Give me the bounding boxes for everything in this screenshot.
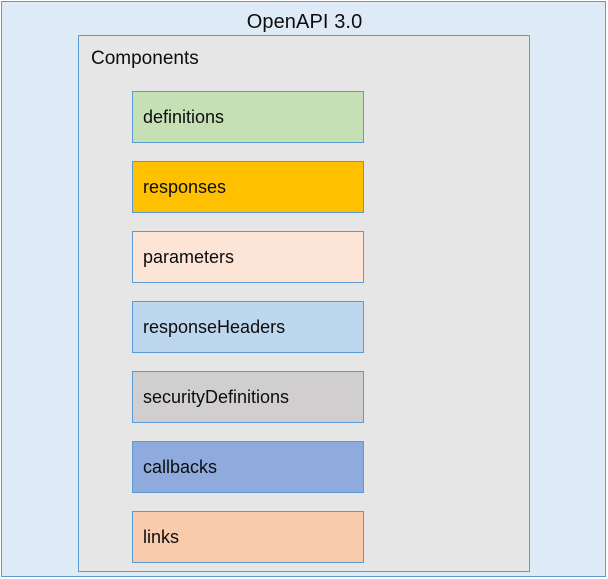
component-box[interactable]: responseHeaders <box>132 301 364 353</box>
component-box-list: definitions responses parameters responseHe… <box>132 91 364 563</box>
component-box[interactable]: callbacks <box>132 441 364 493</box>
component-box-label: responses <box>143 177 227 197</box>
components-panel: Components definitions responses parameter… <box>78 35 530 572</box>
components-panel-label: Components <box>91 48 199 69</box>
component-box[interactable]: responses <box>132 161 364 213</box>
component-box[interactable]: definitions <box>132 91 364 143</box>
component-box[interactable]: links <box>132 511 364 563</box>
component-box[interactable]: parameters <box>132 231 364 283</box>
component-box-label: callbacks <box>143 457 218 477</box>
component-box-label: links <box>143 527 180 547</box>
diagram-title: OpenAPI 3.0 <box>246 11 363 33</box>
component-box-label: securityDefinitions <box>143 387 290 407</box>
component-box[interactable]: securityDefinitions <box>132 371 364 423</box>
component-box-label: definitions <box>143 107 225 127</box>
component-box-label: responseHeaders <box>143 317 286 337</box>
component-box-label: parameters <box>143 247 235 267</box>
